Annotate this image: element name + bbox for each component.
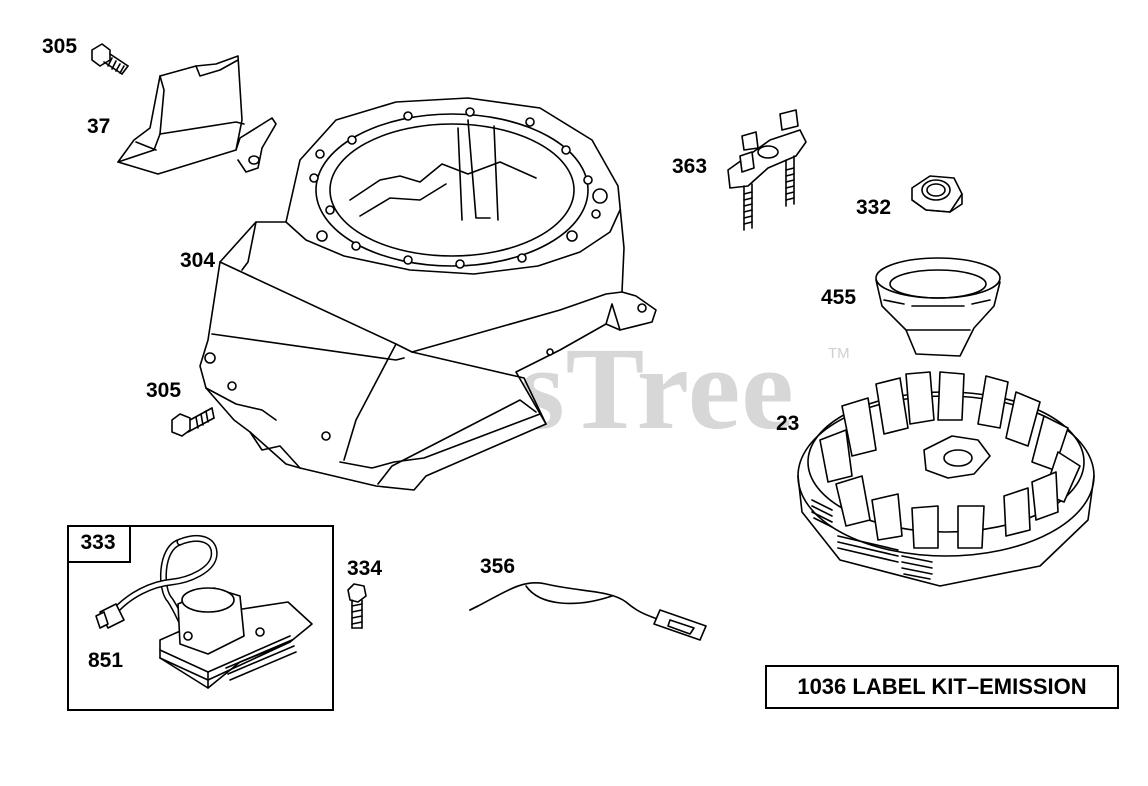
callout-363[interactable]: 363 (672, 155, 708, 178)
callout-851[interactable]: 851 (88, 649, 124, 672)
bolt-305-top-part[interactable] (91, 43, 129, 75)
label-kit-text[interactable]: 1036 LABEL KIT–EMISSION (797, 674, 1087, 699)
nut-332-part[interactable] (911, 175, 963, 213)
screw-334-part[interactable] (347, 583, 367, 629)
callout-305-left[interactable]: 305 (146, 379, 182, 402)
bolt-305-left-part[interactable] (171, 407, 215, 437)
callout-356[interactable]: 356 (480, 555, 516, 578)
deflector-37-part[interactable] (117, 55, 277, 175)
blower-housing-304-part[interactable] (199, 97, 657, 491)
callout-332[interactable]: 332 (856, 196, 892, 219)
callout-304[interactable]: 304 (180, 249, 216, 272)
ignition-assembly-frame (67, 525, 334, 711)
starter-cup-455-part[interactable] (875, 257, 1001, 357)
ignition-assembly-header: 333 (67, 525, 131, 563)
ignition-armature-333-part[interactable] (95, 535, 313, 689)
watermark-trademark: TM (828, 345, 850, 362)
callout-455[interactable]: 455 (821, 286, 857, 309)
label-kit-box: 1036 LABEL KIT–EMISSION (765, 665, 1119, 709)
stud-bracket-363-part[interactable] (727, 109, 807, 231)
callout-23[interactable]: 23 (776, 412, 800, 435)
callout-334[interactable]: 334 (347, 557, 383, 580)
ground-wire-356-part[interactable] (469, 582, 707, 641)
callout-333[interactable]: 333 (80, 531, 116, 554)
callout-37[interactable]: 37 (87, 115, 111, 138)
callout-305-top[interactable]: 305 (42, 35, 78, 58)
flywheel-23-part[interactable] (797, 371, 1095, 587)
